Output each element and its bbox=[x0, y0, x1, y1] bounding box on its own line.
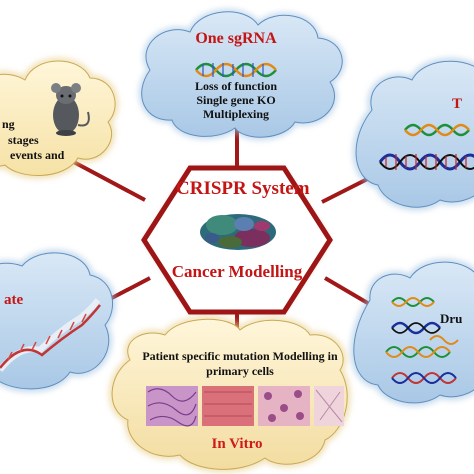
central-hexagon bbox=[141, 165, 333, 315]
dna-helix-icon bbox=[385, 297, 459, 384]
top-cloud-line-3: Multiplexing bbox=[202, 107, 269, 121]
left-bottom-cloud bbox=[0, 249, 116, 393]
center-title: CRISPR System bbox=[176, 178, 310, 199]
right-top-cloud bbox=[352, 57, 474, 211]
top-cloud bbox=[138, 8, 346, 141]
dna-helix-icon bbox=[0, 298, 101, 372]
left-bottom-cloud-title: ate bbox=[4, 292, 24, 308]
dna-helix-icon bbox=[378, 123, 474, 171]
top-cloud-title: One sgRNA bbox=[195, 30, 277, 47]
mouse-icon bbox=[51, 83, 90, 136]
tissue-image-icon bbox=[146, 386, 344, 427]
connector-left-top bbox=[69, 158, 146, 202]
right-bottom-cloud bbox=[350, 258, 474, 407]
center-subtitle: Cancer Modelling bbox=[171, 262, 303, 281]
left-top-cloud-line-2: stages bbox=[8, 133, 39, 147]
bottom-cloud-line-2: primary cells bbox=[206, 364, 274, 378]
top-cloud-line-1: Loss of function bbox=[194, 79, 277, 93]
left-top-cloud-line-1: ng bbox=[2, 117, 15, 131]
bottom-cloud-line-1: Patient specific mutation Modelling in bbox=[142, 349, 338, 363]
bottom-cloud bbox=[108, 315, 351, 473]
top-cloud-line-2: Single gene KO bbox=[196, 93, 276, 107]
protein-complex-icon bbox=[200, 214, 276, 250]
left-top-cloud-line-3: events and bbox=[10, 148, 65, 162]
dna-helix-icon bbox=[195, 62, 277, 78]
bottom-cloud-label: In Vitro bbox=[211, 436, 263, 452]
right-top-cloud-title: T bbox=[452, 96, 463, 112]
left-top-cloud bbox=[0, 57, 119, 179]
right-bottom-cloud-title: Dru bbox=[440, 311, 463, 326]
